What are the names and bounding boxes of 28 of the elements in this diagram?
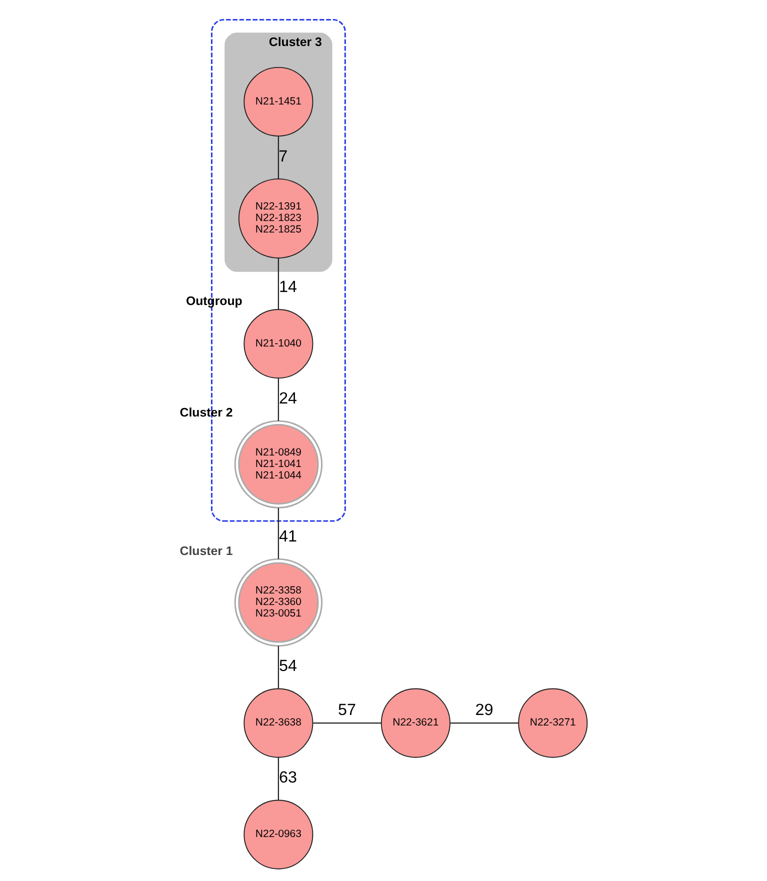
node-circle: N21-1451 (244, 66, 314, 137)
connector (313, 722, 382, 724)
edge-label: 54 (278, 657, 297, 676)
node-circle: N22-3271 (518, 688, 588, 758)
connector (278, 508, 280, 559)
node-circle: N22-1391 N22-1823 N22-1825 (238, 178, 318, 258)
edge-label: 29 (475, 701, 494, 720)
node-circle: N21-1040 (244, 309, 314, 379)
edge-label: 57 (338, 701, 356, 720)
node-label: Cluster 1 (180, 544, 233, 558)
node-circle: N22-3638 (244, 688, 314, 758)
connector (278, 258, 280, 310)
connector (450, 722, 518, 724)
connector (278, 136, 280, 179)
edge-label: 24 (278, 389, 297, 408)
node-circle: N22-3621 (380, 688, 450, 758)
node-label: Outgroup (186, 294, 242, 308)
node-circle: N22-0963 (244, 800, 314, 870)
connector (278, 646, 280, 688)
node-circle: N22-3358 N22-3360 N23-0051 (234, 558, 323, 647)
connector (278, 757, 280, 800)
edge-label: 63 (278, 768, 297, 787)
edge-label: 14 (278, 278, 297, 296)
node-circle: N21-0849 N21-1041 N21-1044 (234, 420, 323, 508)
edge-label: 7 (278, 147, 288, 166)
node-label: Cluster 2 (180, 406, 233, 420)
edge-label: 41 (278, 528, 297, 546)
connector (278, 378, 280, 421)
